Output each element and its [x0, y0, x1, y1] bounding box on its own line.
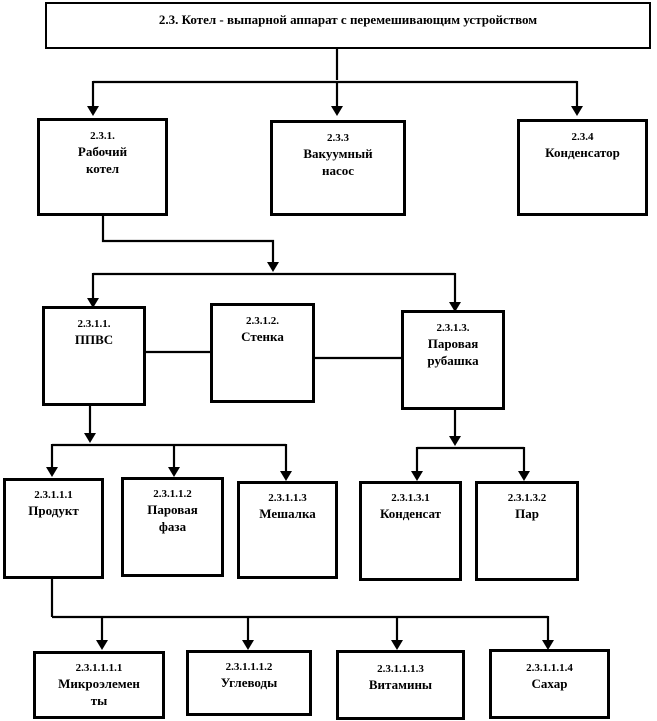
arrow-head — [96, 640, 108, 650]
node-ppvs: 2.3.1.1. ППВС — [42, 306, 146, 406]
arrow-head — [280, 471, 292, 481]
arrow-head — [391, 640, 403, 650]
arrow-head — [46, 467, 58, 477]
node-label: 2.3. Котел - выпарной аппарат с перемеши… — [158, 12, 538, 27]
node-agitator: 2.3.1.1.3 Мешалка — [237, 481, 338, 579]
arrow-head — [331, 106, 343, 116]
node-code: 2.3.1.3.2 — [507, 492, 547, 504]
connector — [101, 215, 275, 262]
arrow-head — [87, 106, 99, 116]
node-label: Мешалка — [259, 506, 316, 521]
node-carbohydrates: 2.3.1.1.1.2 Углеводы — [186, 650, 312, 716]
arrow-head — [449, 436, 461, 446]
node-label: Рабочий котел — [77, 144, 128, 176]
node-label: Витамины — [368, 677, 433, 692]
node-code: 2.3.1. — [90, 130, 115, 142]
node-code: 2.3.1.2. — [246, 315, 279, 327]
node-code: 2.3.4 — [571, 131, 594, 143]
node-label: Конденсат — [379, 506, 442, 521]
node-code: 2.3.1.1.1.1 — [75, 662, 123, 674]
node-code: 2.3.1.1.1.2 — [225, 661, 273, 673]
node-code: 2.3.1.1. — [77, 318, 111, 330]
node-label: Микроэлемен ты — [58, 676, 140, 708]
arrow-head — [518, 471, 530, 481]
node-microelements: 2.3.1.1.1.1 Микроэлемен ты — [33, 651, 165, 719]
node-product: 2.3.1.1.1 Продукт — [3, 478, 104, 579]
node-label: Вакуумный насос — [303, 146, 373, 178]
arrow-head — [542, 640, 554, 650]
node-code: 2.3.1.1.2 — [153, 488, 192, 500]
node-code: 2.3.1.3.1 — [391, 492, 430, 504]
node-label: Пар — [515, 506, 539, 521]
node-label: ППВС — [74, 332, 114, 347]
node-steam-phase: 2.3.1.1.2 Паровая фаза — [121, 477, 224, 577]
node-vacuum-pump: 2.3.3 Вакуумный насос — [270, 120, 406, 216]
node-label: Продукт — [28, 503, 79, 518]
node-condensate: 2.3.1.3.1 Конденсат — [359, 481, 462, 581]
node-code: 2.3.1.3. — [436, 322, 470, 334]
node-code: 2.3.1.1.1 — [34, 489, 73, 501]
arrow-head — [84, 433, 96, 443]
arrow-head — [87, 298, 99, 308]
arrow-head — [168, 467, 180, 477]
node-vitamins: 2.3.1.1.1.3 Витамины — [336, 650, 465, 720]
arrow-head — [267, 262, 279, 272]
arrow-head — [411, 471, 423, 481]
node-sugar: 2.3.1.1.1.4 Сахар — [489, 649, 610, 719]
node-steam: 2.3.1.3.2 Пар — [475, 481, 579, 581]
node-code: 2.3.1.1.1.3 — [377, 663, 424, 675]
node-code: 2.3.1.1.3 — [268, 492, 307, 504]
node-condenser: 2.3.4 Конденсатор — [517, 119, 648, 216]
node-root: 2.3. Котел - выпарной аппарат с перемеши… — [45, 2, 651, 49]
node-wall: 2.3.1.2. Стенка — [210, 303, 315, 403]
arrow-head — [449, 302, 461, 312]
node-steam-jacket: 2.3.1.3. Паровая рубашка — [401, 310, 505, 410]
node-working-boiler: 2.3.1. Рабочий котел — [37, 118, 168, 216]
node-code: 2.3.3 — [327, 132, 349, 144]
node-label: Паровая фаза — [147, 502, 198, 534]
node-label: Конденсатор — [545, 145, 620, 160]
node-label: Сахар — [531, 676, 568, 691]
arrow-head — [571, 106, 583, 116]
node-label: Стенка — [241, 329, 284, 344]
arrow-head — [242, 640, 254, 650]
node-code: 2.3.1.1.1.4 — [526, 662, 573, 674]
node-label: Паровая рубашка — [427, 336, 479, 368]
node-label: Углеводы — [220, 675, 278, 690]
